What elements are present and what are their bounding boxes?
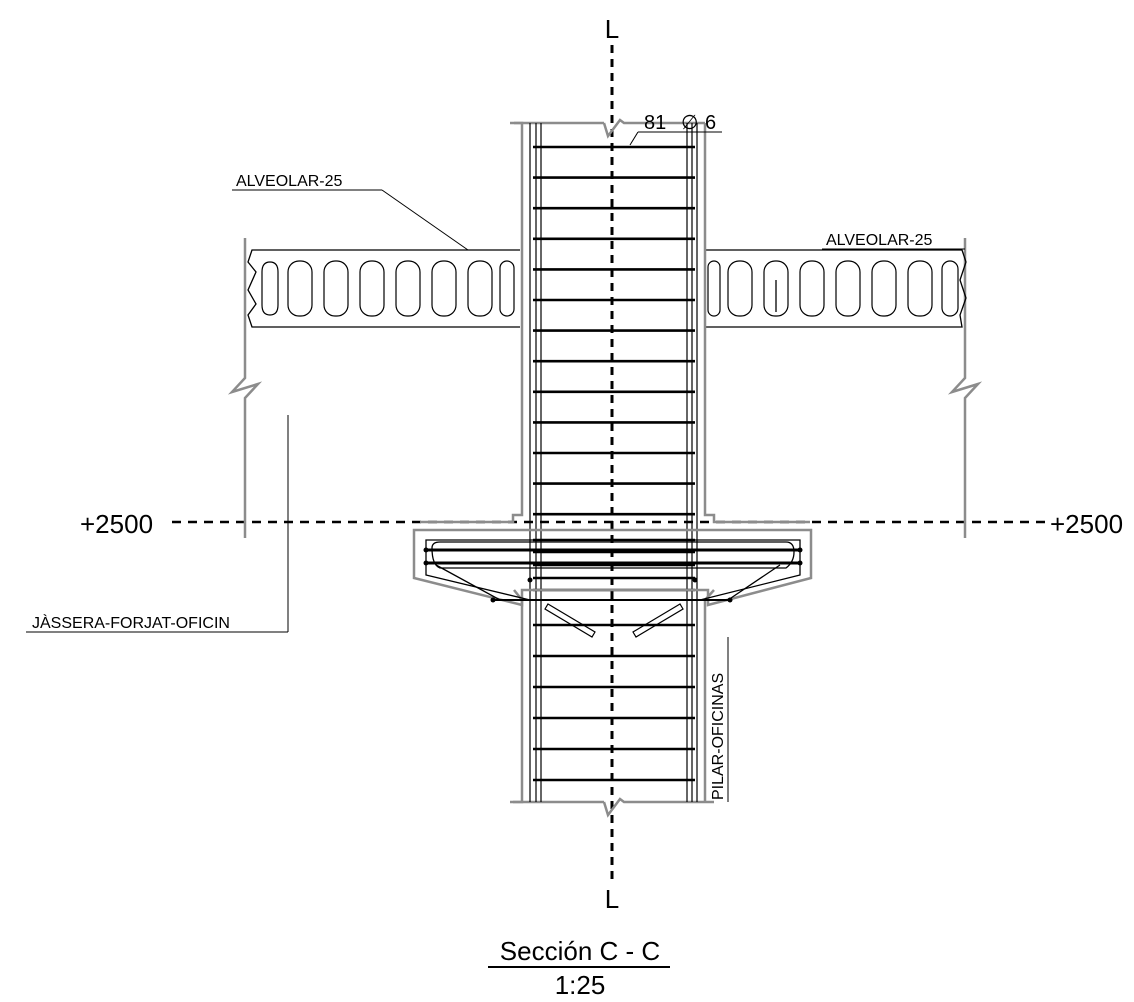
section-title: Sección C - C: [500, 936, 660, 966]
column-callout: PILAR-OFICINAS: [710, 637, 729, 802]
right-wall-break-line: [947, 238, 983, 538]
section-title-block: Sección C - C 1:25: [488, 936, 670, 1000]
column-label: PILAR-OFICINAS: [710, 673, 727, 800]
beam-callout: JÀSSERA-FORJAT-OFICIN: [26, 415, 289, 633]
column-cover-lines: [529, 123, 698, 802]
stirrup-callout: 81 ∅ 6: [629, 112, 722, 146]
stirrup-diameter-symbol: ∅: [681, 112, 698, 134]
level-label-left: +2500: [80, 509, 153, 539]
left-wall-break-line: [227, 238, 263, 538]
beam-longitudinal-bars: [423, 547, 803, 603]
stirrup-diameter: 6: [705, 112, 716, 134]
level-label-right: +2500: [1050, 509, 1123, 539]
axis-label-bottom: L: [605, 884, 619, 914]
column-stirrups: [533, 145, 695, 782]
right-slab-voids: [707, 260, 959, 317]
beam-corbel: [412, 528, 813, 638]
beam-label: JÀSSERA-FORJAT-OFICIN: [32, 613, 230, 632]
section-scale: 1:25: [555, 970, 606, 1000]
left-hollow-core-slab: [247, 249, 520, 328]
right-slab-callout: ALVEOLAR-25: [822, 232, 965, 250]
axis-label-top: L: [605, 14, 619, 44]
right-hollow-core-slab: [705, 249, 967, 328]
stirrup-count: 81: [644, 112, 666, 134]
column-outline: [420, 118, 810, 818]
left-slab-label: ALVEOLAR-25: [236, 173, 343, 190]
right-slab-label: ALVEOLAR-25: [826, 232, 933, 249]
left-slab-callout: ALVEOLAR-25: [232, 173, 469, 251]
left-slab-voids: [261, 260, 515, 317]
